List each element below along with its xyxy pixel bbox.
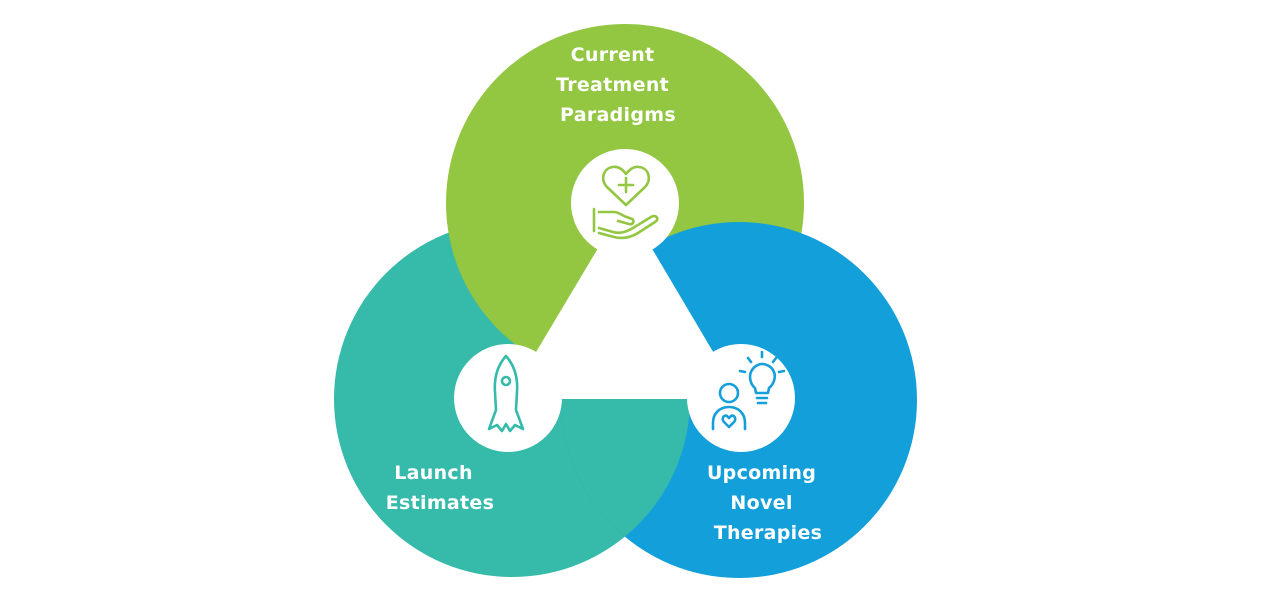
- heart-in-hand-icon: [592, 165, 659, 240]
- rocket-icon: [487, 354, 525, 433]
- icon-badge-launch-estimates: [454, 344, 562, 452]
- label-current-treatment: Current Treatment Paradigms: [556, 44, 676, 126]
- label-launch-estimates: Launch Estimates: [386, 462, 494, 514]
- icon-badge-upcoming-novel-therapies: [687, 344, 795, 452]
- center-triangle: [508, 203, 741, 399]
- person-lightbulb-icon: [711, 350, 786, 431]
- label-upcoming-novel-therapies: Upcoming Novel Therapies: [707, 462, 823, 544]
